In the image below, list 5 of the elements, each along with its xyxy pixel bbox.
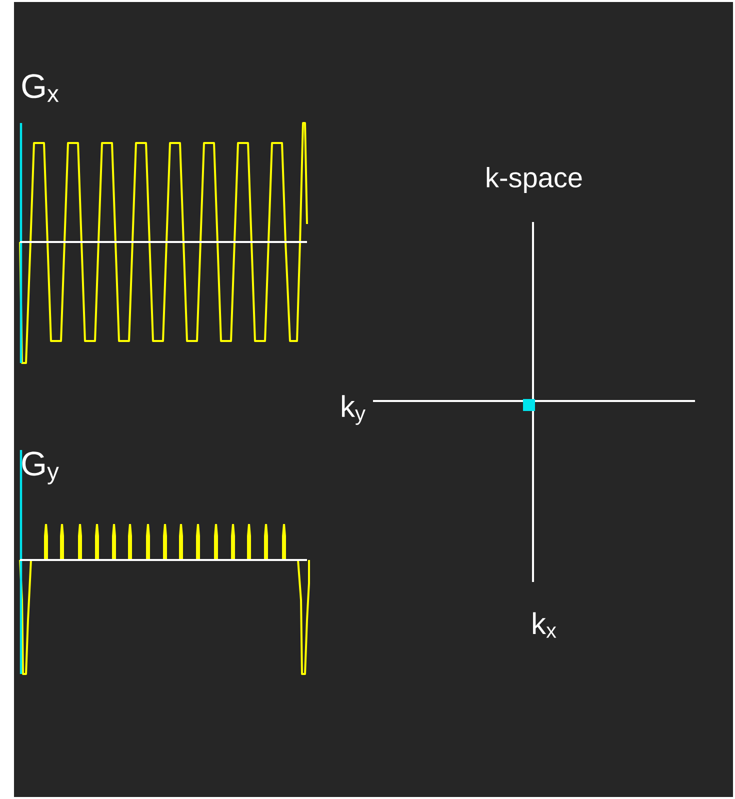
panel-title: k-space xyxy=(486,166,582,194)
axis-label: G$_{y}$ xyxy=(22,452,59,484)
axis-label: k$_{y}$ xyxy=(342,395,366,425)
axis-label: k$_{x}$ xyxy=(533,612,556,638)
axis-label: G$_{x}$ xyxy=(22,74,59,102)
